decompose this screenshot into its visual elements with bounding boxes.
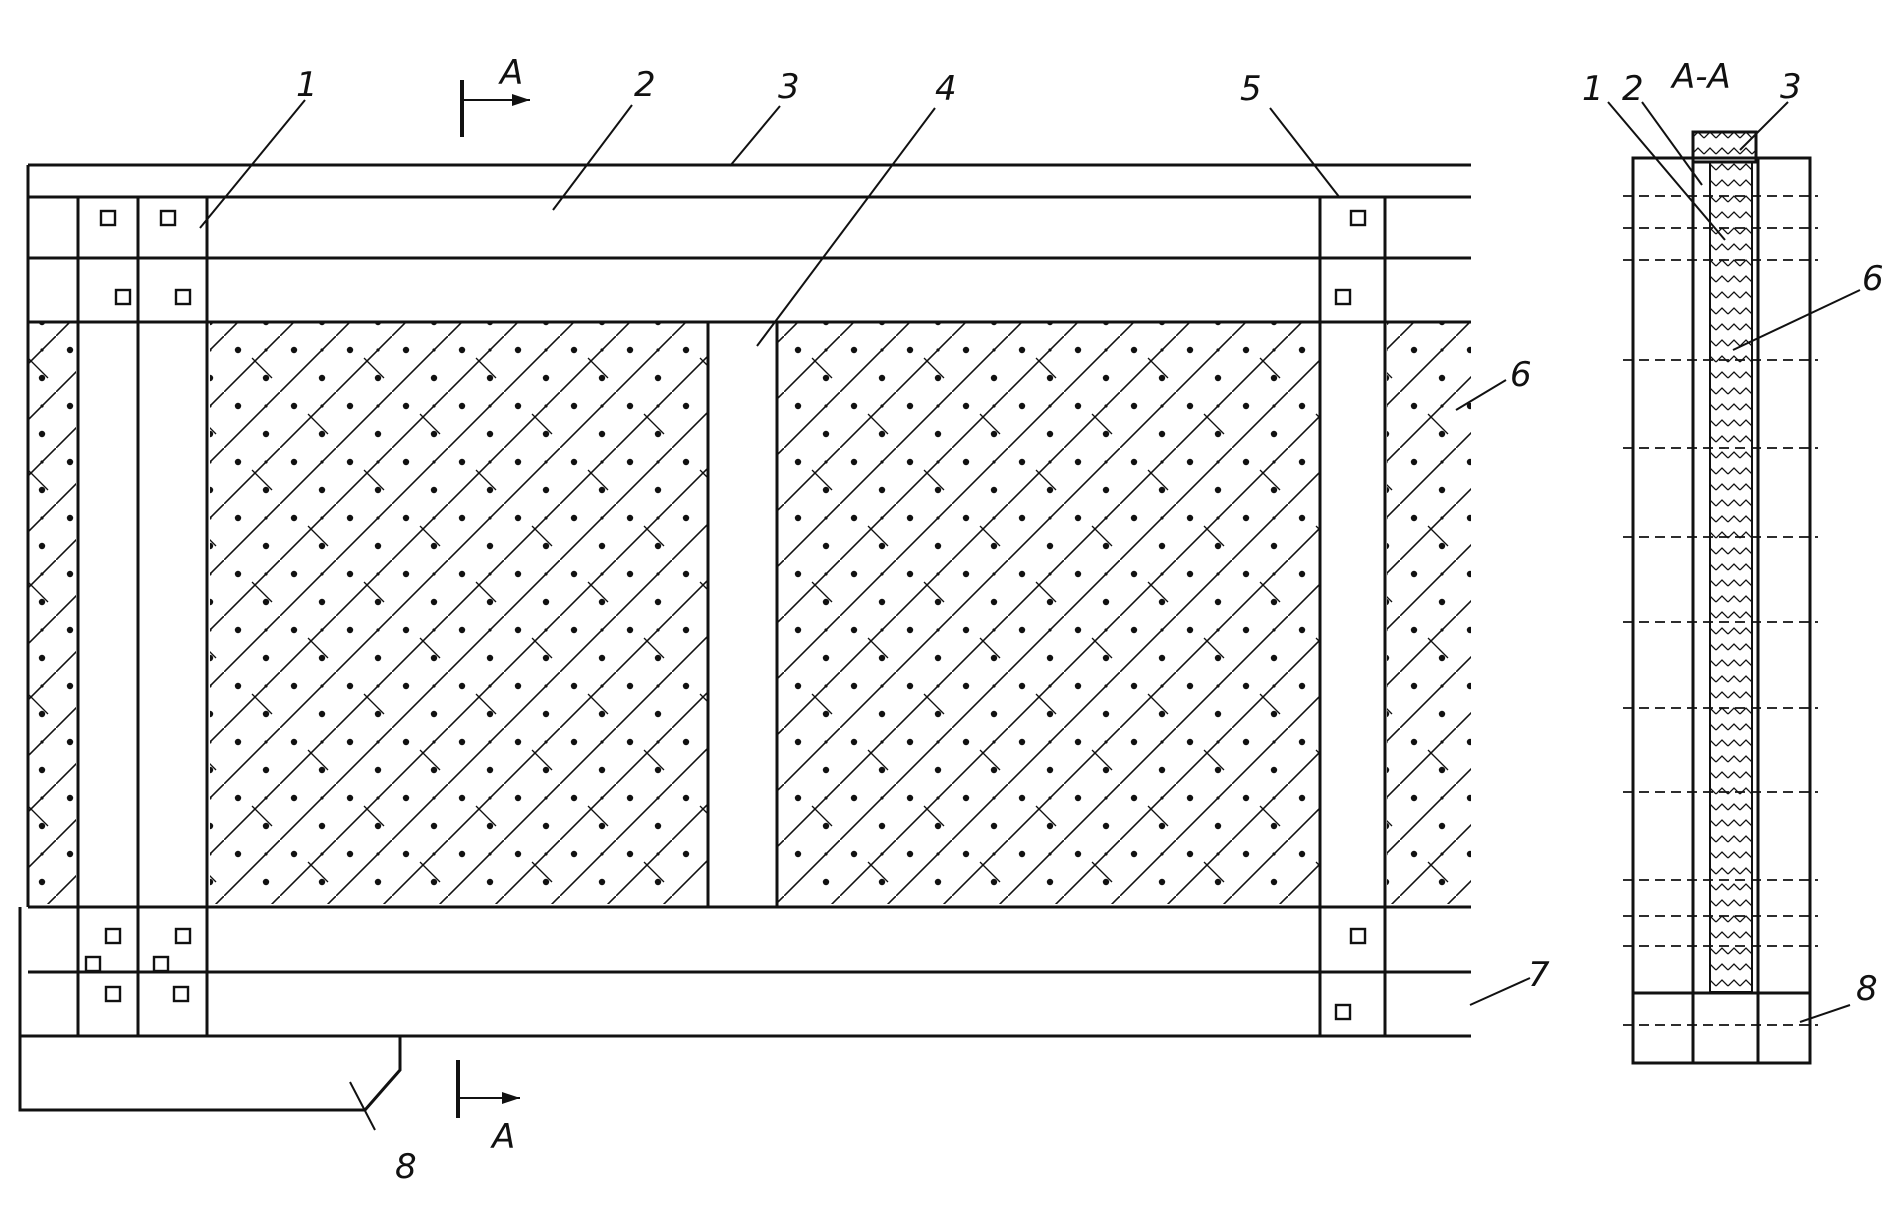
section-callout-1: 1 — [1582, 69, 1604, 109]
section-callout-8: 8 — [1856, 969, 1878, 1009]
frame-lines — [18, 163, 1471, 1038]
filling-panel-2-cross — [777, 322, 1320, 904]
section-leaders — [1607, 101, 1861, 1023]
section-title: A-A — [1670, 57, 1731, 97]
callout-6: 6 — [1510, 355, 1532, 395]
section-mark-bottom: A — [456, 1060, 520, 1157]
callout-8: 8 — [395, 1147, 417, 1187]
section-mark-label-top: A — [498, 53, 523, 93]
leader-lines — [199, 99, 1531, 1131]
section-boards — [1631, 156, 1812, 1065]
callout-5: 5 — [1240, 69, 1262, 109]
section-view: A-A 1 2 3 6 8 — [1582, 57, 1884, 1065]
filling-left-cross — [28, 322, 76, 904]
filling-right-cross — [1387, 322, 1471, 904]
section-bolts — [1623, 195, 1818, 1026]
callout-3: 3 — [778, 67, 800, 107]
callout-2: 2 — [634, 65, 656, 105]
section-labels: A-A 1 2 3 6 8 — [1582, 57, 1884, 1009]
section-callout-6: 6 — [1862, 259, 1884, 299]
callout-1: 1 — [296, 65, 318, 105]
callouts: 1 2 3 4 5 6 7 8 — [296, 65, 1550, 1187]
section-core — [1709, 161, 1753, 993]
callout-7: 7 — [1528, 955, 1550, 995]
filling-panels — [28, 322, 1471, 904]
elevation-view: A A 1 2 3 4 5 6 7 8 — [18, 53, 1550, 1187]
section-mark-top: A — [460, 53, 530, 137]
section-callout-2: 2 — [1622, 69, 1644, 109]
callout-4: 4 — [935, 69, 957, 109]
filling-panel-1-cross — [210, 322, 708, 904]
section-mark-label-bottom: A — [490, 1117, 515, 1157]
bottom-rail — [18, 1036, 402, 1112]
section-callout-3: 3 — [1780, 67, 1802, 107]
fasteners — [84, 209, 1367, 1021]
